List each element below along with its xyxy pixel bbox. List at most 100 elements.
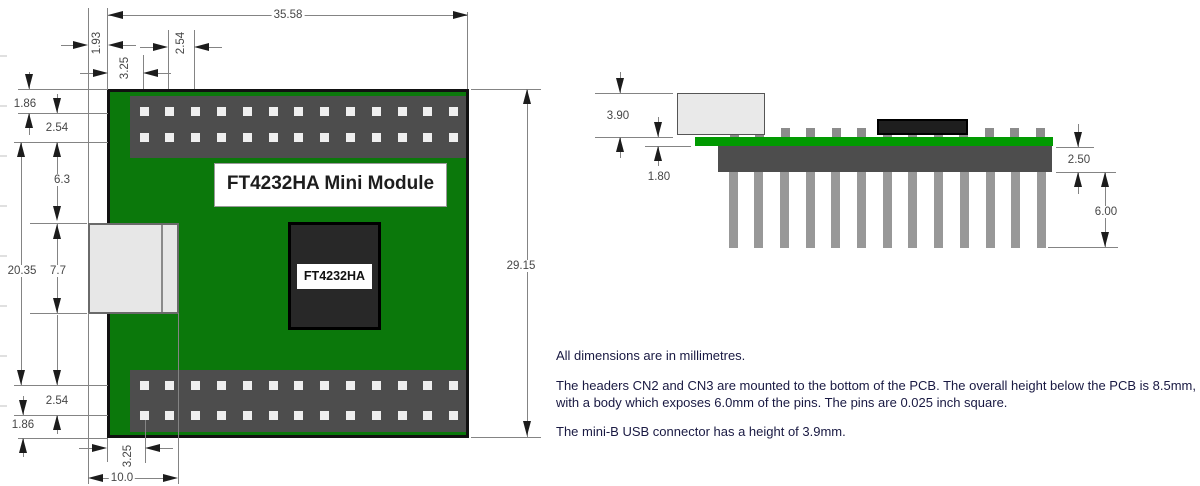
pin-pad [397,107,407,116]
dim-arrowhead [52,142,61,157]
dim-line [145,420,146,463]
pin-pad [320,133,330,142]
dim-line [194,30,195,89]
header-body-side-view [718,146,1052,172]
dim-arrowhead [163,473,178,482]
pin-stub [831,128,841,139]
dim-arrowhead [52,415,61,430]
header-pin [1011,168,1021,248]
dim-line [88,313,89,484]
pin-pad [397,381,407,390]
board-label: FT4232HA Mini Module [214,163,447,207]
dim-label-usb_height_side: 3.90 [604,110,632,122]
note-usb-height: The mini-B USB connector has a height of… [556,424,846,439]
dim-line [88,8,89,223]
dim-label-edge_to_pin1_bottom: 3.25 [122,443,134,469]
pin-stub [1010,128,1019,139]
pin-pad [371,133,381,142]
dim-label-pcb_gap: 1.80 [645,171,673,183]
pin-pad [371,381,381,390]
dim-arrowhead [16,370,25,385]
dim-line [80,73,93,74]
pin-stub [780,128,790,139]
pin-pad [268,133,278,142]
pin-stub [857,128,866,139]
pin-pad [371,411,381,420]
pin-pad [345,411,355,420]
pin-pad [191,107,201,116]
dim-line [30,313,87,314]
pin-pad [294,133,304,142]
header-pin [857,168,866,248]
pin-pad [268,107,278,116]
pin-pad [449,133,459,142]
dim-line [14,385,108,386]
pin-pad [139,381,149,390]
dim-label-pin_exposed_length: 6.00 [1092,206,1120,218]
pcb-side-view [695,137,1053,146]
dim-line [645,146,691,147]
dim-arrowhead [108,40,123,49]
header-pin [959,168,969,248]
chip-label: FT4232HA [297,264,372,289]
pin-pad [397,133,407,142]
dim-line [471,437,541,438]
dim-arrowhead [88,473,103,482]
dim-arrowhead [52,98,61,113]
pin-pad [320,381,330,390]
pin-pad [216,133,226,142]
pin-pad [216,381,226,390]
dim-line [21,142,22,385]
pin-pad [191,411,201,420]
pin-pad [320,107,330,116]
pin-pad [371,107,381,116]
dim-line [1056,172,1116,173]
pin-pad [242,381,252,390]
dim-line [209,47,222,48]
dim-label-row_to_row_span: 20.35 [5,265,39,277]
dim-arrowhead [1100,172,1109,187]
dim-label-row_pitch_top: 2.54 [43,122,71,134]
notes-block: All dimensions are in millimetres. The h… [556,347,1196,453]
pin-pad [423,411,433,420]
dim-arrowhead [522,89,531,104]
pin-pad [216,411,226,420]
pin-pad [423,107,433,116]
dim-arrowhead [73,40,88,49]
dim-arrowhead [52,370,61,385]
dim-arrowhead [615,137,624,152]
dim-arrowhead [93,68,108,77]
pin-pad [242,411,252,420]
usb-connector-top-view [88,223,179,314]
pin-header-top [130,96,466,158]
pin-header-bottom [130,370,466,432]
dim-arrowhead [453,10,468,19]
header-pin [728,168,738,248]
pin-pad [294,381,304,390]
pin-pad [423,133,433,142]
dim-line [61,45,74,46]
dim-label-header_body_height: 2.50 [1065,154,1093,166]
pin-stub [1035,128,1045,139]
dim-label-usb_width_top: 7.7 [48,265,68,277]
header-pin [908,168,918,248]
dim-arrowhead [92,443,107,452]
page-artifact-tick [0,255,7,257]
dim-line [160,448,173,449]
pin-stub [806,128,815,139]
header-pin [985,168,995,248]
dim-arrowhead [194,42,209,51]
dim-arrowhead [653,122,662,137]
dim-line [107,438,108,462]
dim-arrowhead [145,443,160,452]
header-pin [831,168,841,248]
dim-line [158,73,171,74]
pin-pad [242,133,252,142]
dim-label-board_height: 29.15 [504,260,538,272]
dim-arrowhead [18,438,27,453]
dim-arrowhead [153,42,168,51]
dim-line [14,142,108,143]
dim-line [18,113,108,114]
dim-line [595,137,673,138]
